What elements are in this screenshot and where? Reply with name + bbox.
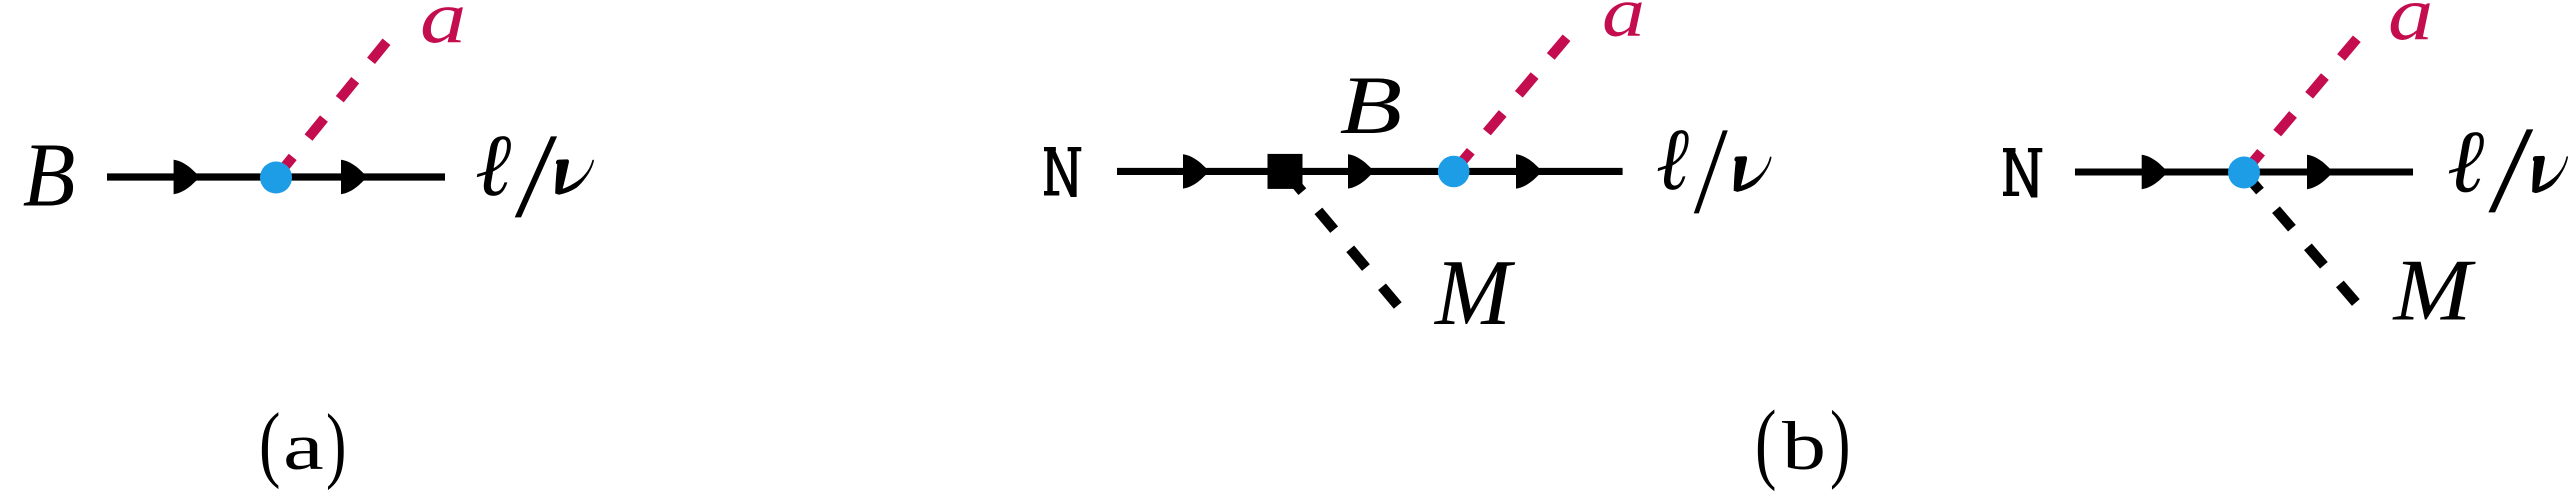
svg-text:): ) <box>326 398 346 491</box>
svg-text:M: M <box>2391 241 2476 339</box>
svg-text:ℓ: ℓ <box>2447 113 2484 212</box>
svg-text:ℓ: ℓ <box>1656 111 1689 209</box>
svg-text:a: a <box>1602 0 1645 52</box>
svg-text:a: a <box>420 0 466 59</box>
svg-text:(: ( <box>1755 393 1776 492</box>
svg-text:(: ( <box>259 397 280 490</box>
svg-text:M: M <box>1433 241 1516 345</box>
svg-text:ℓ: ℓ <box>475 117 511 215</box>
svg-text:a: a <box>283 411 324 484</box>
svg-text:b: b <box>1782 407 1826 484</box>
svg-text:B: B <box>1340 59 1403 151</box>
svg-text:): ) <box>1830 393 1850 490</box>
svg-text:a: a <box>2388 0 2433 56</box>
svg-text:B: B <box>23 125 76 226</box>
